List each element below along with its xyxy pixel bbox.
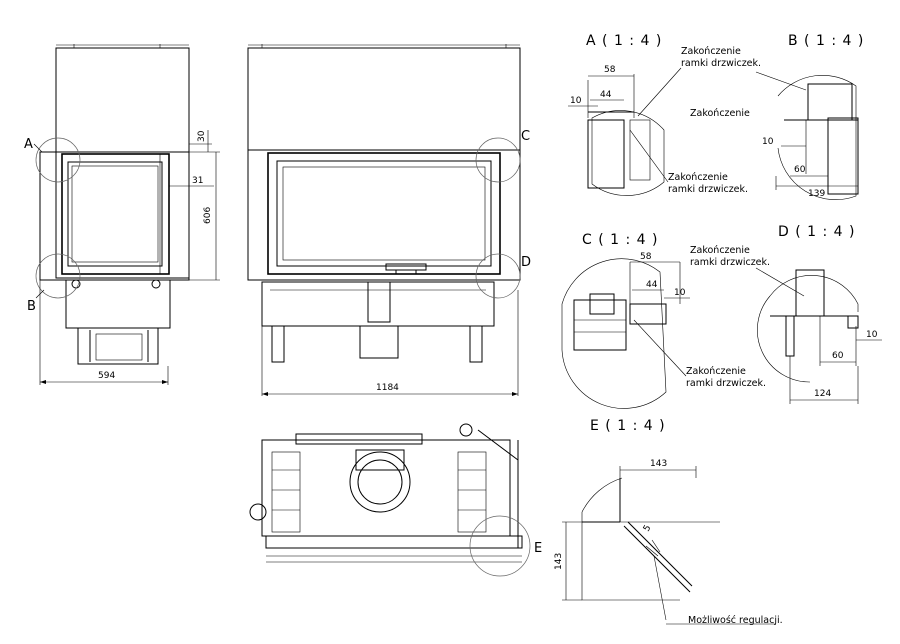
front-height-dim: 606	[203, 207, 213, 224]
detail-b-title: B ( 1 : 4 )	[788, 33, 864, 49]
callout-a: A	[24, 137, 33, 152]
detail-a-note-3: Zakończenie	[668, 172, 728, 183]
detail-d-note-1: Zakończenie	[690, 245, 750, 256]
detail-c-dim-10: 10	[674, 288, 686, 298]
detail-e-dim-143-top: 143	[650, 459, 667, 469]
detail-d-dim-10: 10	[866, 330, 878, 340]
detail-d-note-2: ramki drzwiczek.	[690, 257, 770, 268]
detail-c: C ( 1 : 4 ) 58 44 10 Zakończenie ramki d…	[561, 232, 766, 409]
front-view: 594 606 30 31 A B	[24, 44, 220, 385]
detail-e-dim-143-left: 143	[554, 553, 564, 570]
detail-d-dim-60: 60	[832, 351, 844, 361]
detail-c-title: C ( 1 : 4 )	[582, 232, 658, 248]
front-dim-31: 31	[192, 176, 203, 186]
detail-d: D ( 1 : 4 ) Zakończenie ramki drzwiczek.…	[690, 224, 882, 404]
front-width-dim: 594	[98, 371, 115, 381]
detail-e: E ( 1 : 4 ) 143 143 5 Możliwość regulacj…	[554, 418, 783, 626]
detail-a-dim-10: 10	[570, 96, 582, 106]
detail-e-note: Możliwość regulacji.	[688, 615, 783, 626]
side-width-dim: 1184	[376, 383, 399, 393]
callout-d: D	[521, 255, 531, 270]
detail-a-note-1: Zakończenie	[681, 46, 741, 57]
detail-b-note-1: Zakończenie	[690, 108, 750, 119]
front-dim-30: 30	[197, 130, 207, 142]
detail-d-dim-124: 124	[814, 389, 831, 399]
callout-e: E	[534, 541, 542, 556]
detail-a-dim-58: 58	[604, 65, 616, 75]
detail-c-note-1: Zakończenie	[686, 366, 746, 377]
detail-e-dim-5: 5	[642, 524, 654, 534]
detail-a-note-2: ramki drzwiczek.	[681, 58, 761, 69]
detail-e-title: E ( 1 : 4 )	[590, 418, 666, 434]
detail-b-dim-139: 139	[808, 189, 825, 199]
callout-c: C	[521, 129, 530, 144]
detail-a-note-4: ramki drzwiczek.	[668, 184, 748, 195]
callout-b: B	[27, 299, 36, 314]
detail-d-title: D ( 1 : 4 )	[778, 224, 856, 240]
detail-c-note-2: ramki drzwiczek.	[686, 378, 766, 389]
top-view: E	[249, 423, 542, 577]
detail-b-dim-10: 10	[762, 137, 774, 147]
detail-a-title: A ( 1 : 4 )	[586, 33, 662, 49]
detail-b-dim-60: 60	[794, 165, 806, 175]
side-view: 1184 C D	[247, 44, 531, 396]
detail-c-dim-58: 58	[640, 252, 652, 262]
detail-c-dim-44: 44	[646, 280, 658, 290]
detail-b: B ( 1 : 4 ) Zakończenie 10 60 139	[690, 33, 864, 200]
detail-a-dim-44: 44	[600, 90, 612, 100]
detail-a: A ( 1 : 4 ) 58 44 10 Zakończenie ramki d…	[568, 33, 761, 196]
